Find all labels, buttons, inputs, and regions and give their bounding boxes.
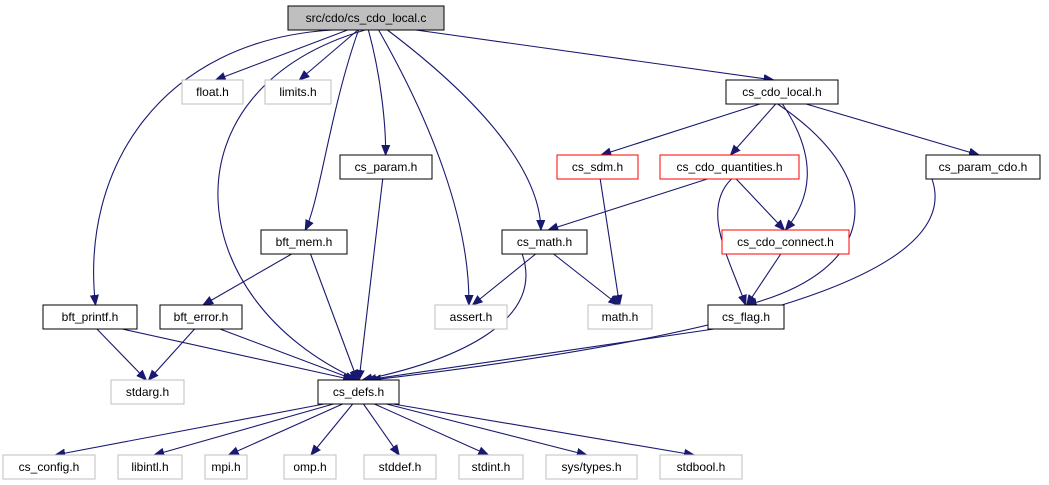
svg-text:cs_param.h: cs_param.h: [355, 160, 418, 174]
node-cs-defs-h[interactable]: cs_defs.h: [317, 379, 400, 405]
svg-text:assert.h: assert.h: [450, 310, 493, 324]
edge-cs-cdo-local-h-to-cs-cdo-connect-h: [781, 103, 808, 230]
svg-text:float.h: float.h: [196, 85, 229, 99]
edge-bft-mem-h-to-cs-defs-h: [310, 253, 358, 380]
svg-text:limits.h: limits.h: [279, 85, 316, 99]
edge-bft-printf-h-to-cs-defs-h: [122, 328, 353, 380]
node-bft-error-h[interactable]: bft_error.h: [159, 304, 243, 330]
edge-bft-error-h-to-cs-defs-h: [219, 328, 355, 380]
svg-text:sys/types.h: sys/types.h: [561, 460, 621, 474]
svg-text:src/cdo/cs_cdo_local.c: src/cdo/cs_cdo_local.c: [306, 11, 427, 25]
edge-root-to-cs-cdo-local-h: [415, 29, 774, 80]
edge-cs-defs-h-to-mpi-h: [229, 403, 343, 455]
svg-text:cs_sdm.h: cs_sdm.h: [572, 160, 623, 174]
edge-cs-cdo-local-h-to-cs-flag-h: [747, 103, 856, 305]
svg-text:mpi.h: mpi.h: [211, 460, 240, 474]
node-bft-printf-h[interactable]: bft_printf.h: [42, 304, 138, 330]
svg-text:omp.h: omp.h: [293, 460, 326, 474]
edge-cs-cdo-local-h-to-cs-param-cdo-h: [805, 103, 979, 155]
node-stdarg-h[interactable]: stdarg.h: [110, 379, 185, 405]
edge-cs-defs-h-to-stdint-h: [374, 403, 488, 455]
node-cs-cdo-local-c[interactable]: src/cdo/cs_cdo_local.c: [287, 5, 445, 31]
edge-cs-param-h-to-cs-defs-h: [359, 178, 384, 380]
edge-root-to-cs-param-h: [367, 29, 385, 155]
node-cs-math-h[interactable]: cs_math.h: [501, 229, 588, 255]
svg-text:stddef.h: stddef.h: [379, 460, 422, 474]
edge-cs-math-h-to-assert-h: [472, 253, 537, 305]
edge-cs-cdo-local-h-to-cs-cdo-quantities-h: [731, 103, 777, 155]
edge-cs-sdm-h-to-math-h: [599, 178, 619, 305]
node-stddef-h[interactable]: stddef.h: [363, 454, 437, 480]
edge-cs-defs-h-to-cs-config-h: [55, 403, 325, 455]
edge-cs-cdo-local-h-to-cs-sdm-h: [601, 103, 761, 155]
svg-text:stdarg.h: stdarg.h: [126, 385, 169, 399]
edge-root-to-float-h: [216, 29, 348, 80]
edge-cs-defs-h-to-omp-h: [311, 403, 354, 455]
svg-text:stdbool.h: stdbool.h: [677, 460, 726, 474]
edge-root-to-limits-h: [299, 29, 359, 80]
node-limits-h[interactable]: limits.h: [264, 79, 332, 105]
edge-bft-printf-h-to-stdarg-h: [96, 328, 146, 380]
svg-text:libintl.h: libintl.h: [131, 460, 168, 474]
edge-cs-cdo-connect-h-to-cs-flag-h: [747, 253, 782, 305]
edge-cs-param-cdo-h-to-cs-defs-h: [371, 178, 936, 380]
node-libintl-h[interactable]: libintl.h: [117, 454, 183, 480]
svg-text:cs_cdo_quantities.h: cs_cdo_quantities.h: [676, 160, 782, 174]
node-cs-cdo-quantities-h[interactable]: cs_cdo_quantities.h: [659, 154, 800, 180]
svg-text:bft_mem.h: bft_mem.h: [276, 235, 333, 249]
svg-text:math.h: math.h: [602, 310, 639, 324]
svg-text:cs_math.h: cs_math.h: [517, 235, 572, 249]
node-cs-config-h[interactable]: cs_config.h: [2, 454, 96, 480]
svg-text:bft_error.h: bft_error.h: [174, 310, 229, 324]
node-cs-param-cdo-h[interactable]: cs_param_cdo.h: [925, 154, 1041, 180]
edge-root-to-assert-h: [378, 29, 469, 305]
edge-root-to-bft-printf-h: [94, 29, 333, 305]
node-float-h[interactable]: float.h: [181, 79, 244, 105]
edge-bft-error-h-to-stdarg-h: [149, 328, 195, 380]
edge-root-to-cs-defs-h: [217, 29, 366, 380]
node-mpi-h[interactable]: mpi.h: [204, 454, 248, 480]
edge-root-to-cs-math-h: [387, 29, 541, 230]
node-omp-h[interactable]: omp.h: [283, 454, 337, 480]
edge-cs-defs-h-to-sys-types-h: [386, 403, 586, 455]
svg-text:bft_printf.h: bft_printf.h: [62, 310, 119, 324]
node-cs-cdo-local-h[interactable]: cs_cdo_local.h: [725, 79, 839, 105]
node-cs-cdo-connect-h[interactable]: cs_cdo_connect.h: [721, 229, 850, 255]
node-math-h[interactable]: math.h: [587, 304, 653, 330]
node-cs-param-h[interactable]: cs_param.h: [339, 154, 433, 180]
node-bft-mem-h[interactable]: bft_mem.h: [260, 229, 348, 255]
svg-text:stdint.h: stdint.h: [472, 460, 511, 474]
node-stdint-h[interactable]: stdint.h: [458, 454, 524, 480]
edge-root-to-bft-mem-h: [305, 29, 360, 230]
node-cs-flag-h[interactable]: cs_flag.h: [707, 304, 785, 330]
node-stdbool-h[interactable]: stdbool.h: [659, 454, 743, 480]
svg-text:cs_param_cdo.h: cs_param_cdo.h: [939, 160, 1028, 174]
edge-cs-cdo-quantities-h-to-cs-math-h: [548, 178, 708, 230]
edge-cs-math-h-to-cs-defs-h: [362, 253, 527, 380]
node-cs-sdm-h[interactable]: cs_sdm.h: [556, 154, 639, 180]
svg-text:cs_flag.h: cs_flag.h: [722, 310, 770, 324]
edge-cs-flag-h-to-cs-defs-h: [366, 328, 715, 380]
node-assert-h[interactable]: assert.h: [434, 304, 508, 330]
edge-cs-defs-h-to-libintl-h: [154, 403, 334, 455]
svg-text:cs_defs.h: cs_defs.h: [333, 385, 384, 399]
edge-cs-math-h-to-math-h: [553, 253, 619, 305]
svg-text:cs_config.h: cs_config.h: [19, 460, 80, 474]
edge-cs-cdo-quantities-h-to-cs-cdo-connect-h: [735, 178, 784, 230]
edge-cs-defs-h-to-stddef-h: [363, 403, 399, 455]
edge-cs-defs-h-to-stdbool-h: [392, 403, 694, 455]
edge-cs-cdo-quantities-h-to-cs-flag-h: [717, 178, 746, 305]
svg-text:cs_cdo_connect.h: cs_cdo_connect.h: [737, 235, 834, 249]
svg-text:cs_cdo_local.h: cs_cdo_local.h: [742, 85, 821, 99]
node-sys-types-h[interactable]: sys/types.h: [545, 454, 638, 480]
edge-bft-mem-h-to-bft-error-h: [203, 253, 292, 305]
